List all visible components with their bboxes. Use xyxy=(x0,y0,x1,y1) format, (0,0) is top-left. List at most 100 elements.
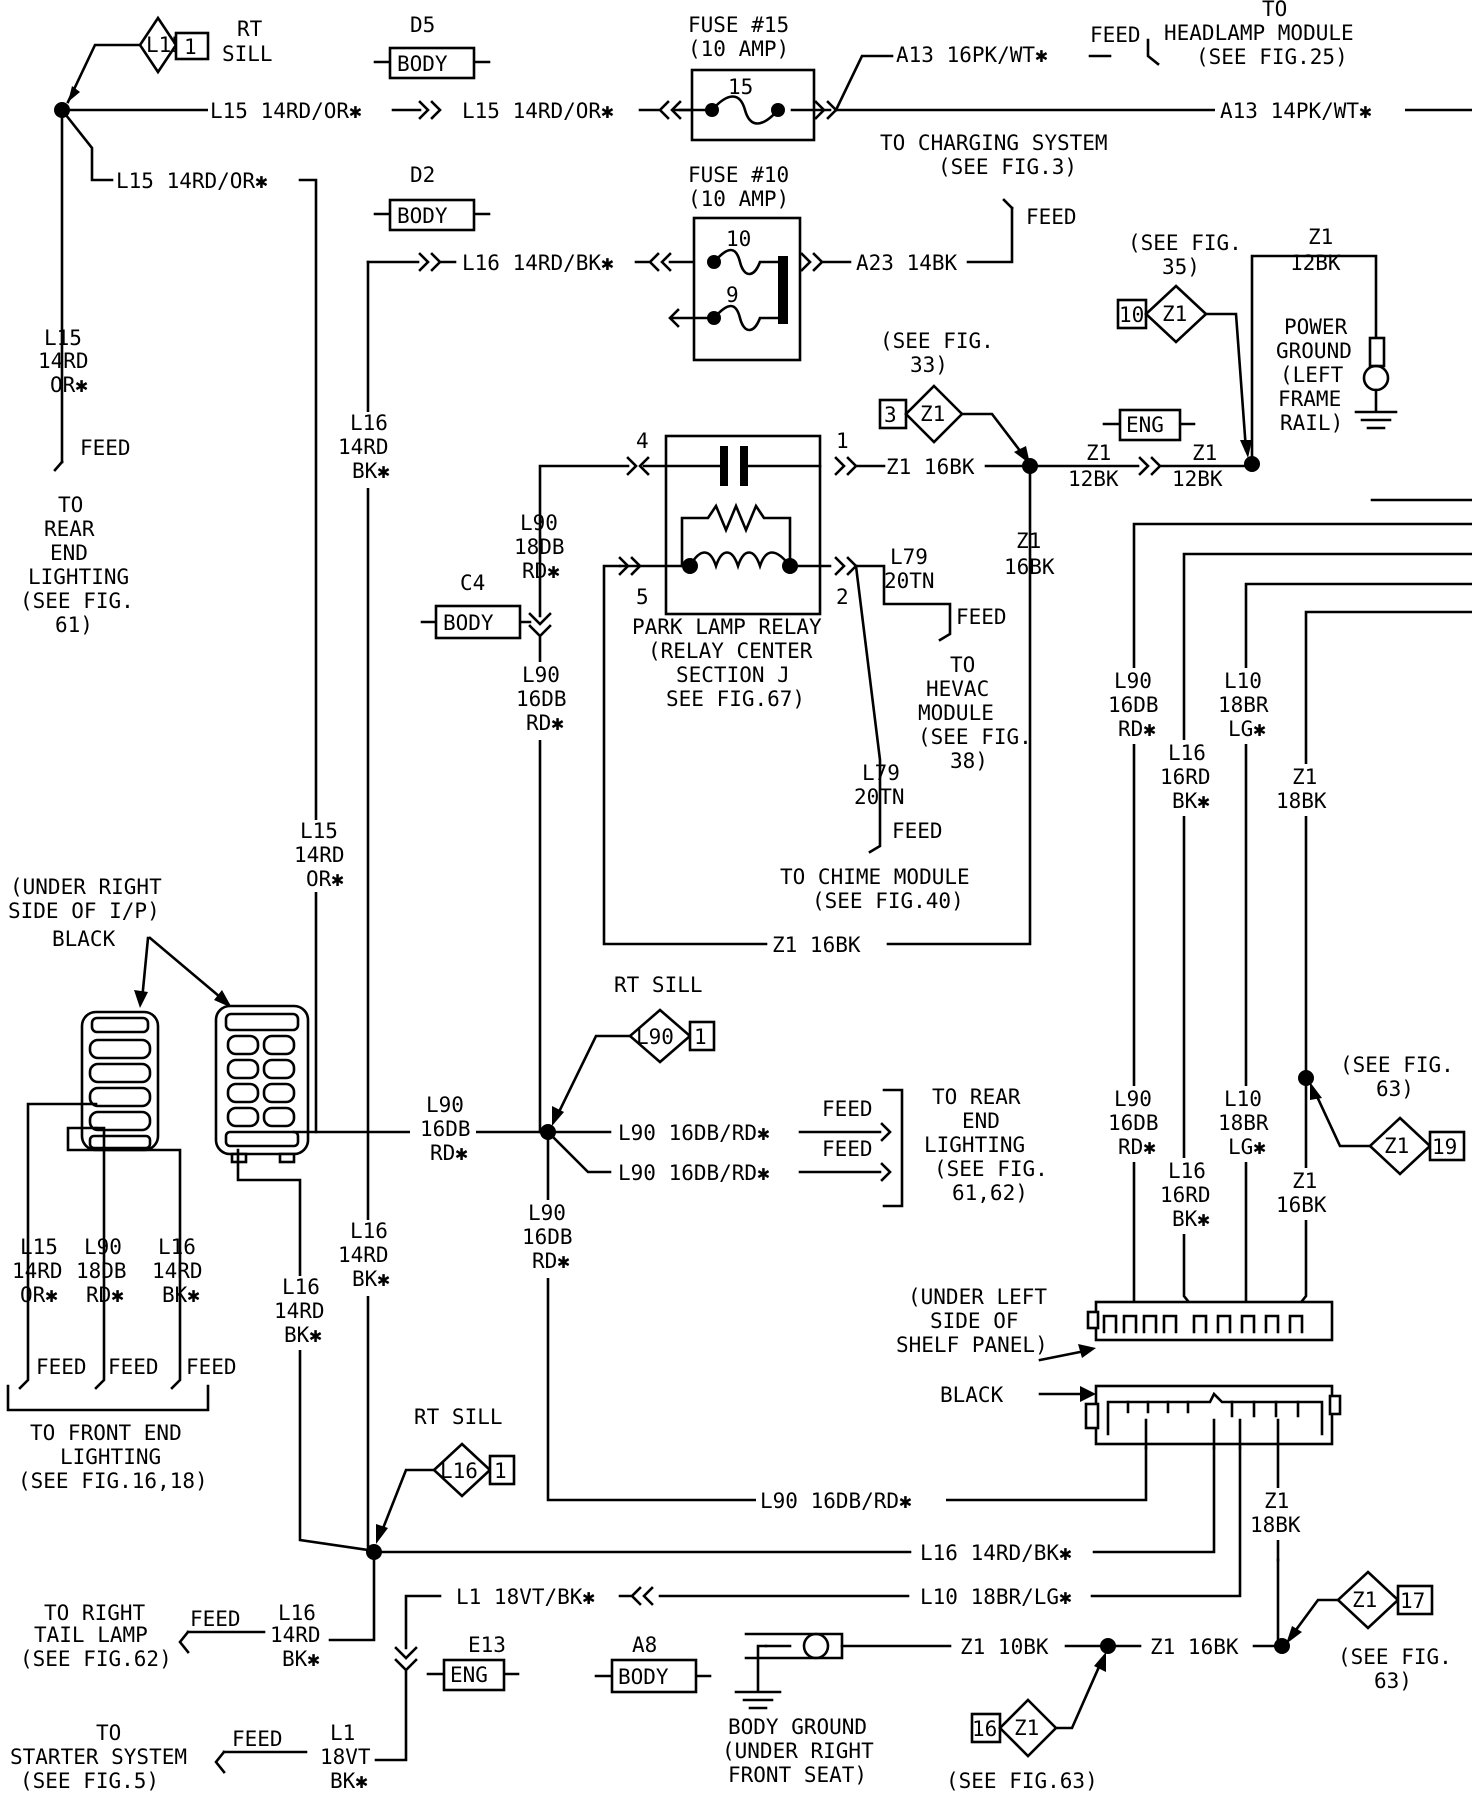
feed-label: FEED xyxy=(232,1727,283,1751)
svg-text:L16: L16 xyxy=(440,1459,478,1483)
svg-text:L1: L1 xyxy=(330,1721,355,1745)
svg-text:(SEE FIG.40): (SEE FIG.40) xyxy=(812,889,964,913)
ip-connector-label: (UNDER RIGHT SIDE OF I/P) BLACK xyxy=(8,875,162,951)
svg-text:Z1: Z1 xyxy=(920,402,945,426)
label-r-l10-b: L10 18BR LG✱ xyxy=(1216,1086,1280,1162)
wire-l15-branch xyxy=(292,178,318,1134)
svg-text:L16: L16 xyxy=(282,1275,320,1299)
svg-text:REAR: REAR xyxy=(44,517,95,541)
svg-text:OR✱: OR✱ xyxy=(20,1283,58,1307)
svg-text:BODY: BODY xyxy=(618,1665,669,1689)
svg-text:BK✱: BK✱ xyxy=(330,1769,368,1793)
svg-text:BK✱: BK✱ xyxy=(352,459,390,483)
svg-text:L90: L90 xyxy=(84,1235,122,1259)
svg-text:18BK: 18BK xyxy=(1276,789,1327,813)
wire-l90-relay xyxy=(538,464,630,618)
wire-label: L10 18BR/LG✱ xyxy=(920,1585,1072,1609)
svg-text:16DB: 16DB xyxy=(522,1225,573,1249)
svg-text:63): 63) xyxy=(1374,1669,1412,1693)
svg-text:BK✱: BK✱ xyxy=(352,1267,390,1291)
svg-text:L16: L16 xyxy=(350,1219,388,1243)
svg-text:L15: L15 xyxy=(44,326,82,350)
wire-label: Z1 xyxy=(1086,441,1111,465)
svg-text:9: 9 xyxy=(726,283,739,307)
svg-text:17: 17 xyxy=(1400,1589,1425,1613)
svg-text:16RD: 16RD xyxy=(1160,1183,1211,1207)
fuse-10: FUSE #10 (10 AMP) 10 9 xyxy=(668,163,824,362)
wire-label: A23 14BK xyxy=(856,251,958,275)
wire-label: A13 16PK/WT✱ xyxy=(896,43,1048,67)
feed-label: FEED xyxy=(822,1097,873,1121)
wire-label: 12BK xyxy=(1068,467,1119,491)
svg-text:14RD: 14RD xyxy=(152,1259,203,1283)
wire-label: L15 14RD/OR✱ xyxy=(116,169,268,193)
label-l16-left: L16 14RD BK✱ xyxy=(268,1275,332,1350)
svg-text:D5: D5 xyxy=(410,13,435,37)
svg-text:SHELF PANEL): SHELF PANEL) xyxy=(896,1333,1048,1357)
svg-text:L90: L90 xyxy=(528,1201,566,1225)
wire-label: L16 14RD/BK✱ xyxy=(462,251,614,275)
svg-text:RD✱: RD✱ xyxy=(1118,717,1156,741)
svg-text:LIGHTING: LIGHTING xyxy=(60,1445,161,1469)
svg-text:BODY: BODY xyxy=(397,204,448,228)
svg-text:16DB: 16DB xyxy=(420,1117,471,1141)
svg-text:14RD: 14RD xyxy=(294,843,345,867)
svg-text:TO REAR: TO REAR xyxy=(932,1085,1021,1109)
label-l16-lower: L16 14RD BK✱ xyxy=(336,1219,406,1296)
svg-text:(SEE FIG.25): (SEE FIG.25) xyxy=(1196,45,1348,69)
wire-label: A13 14PK/WT✱ xyxy=(1220,99,1372,123)
label-l90-down: L90 16DB RD✱ xyxy=(520,1200,582,1278)
svg-text:HEADLAMP MODULE: HEADLAMP MODULE xyxy=(1164,21,1354,45)
svg-text:Z1: Z1 xyxy=(1292,1169,1317,1193)
dest-starter: TO STARTER SYSTEM (SEE FIG.5) xyxy=(10,1721,187,1793)
svg-text:TO: TO xyxy=(1262,0,1287,21)
splice-label-2: SILL xyxy=(222,42,273,66)
svg-text:10: 10 xyxy=(726,227,751,251)
wire-label: Z1 xyxy=(1308,225,1333,249)
svg-text:1: 1 xyxy=(836,429,849,453)
relay-text: PARK LAMP RELAY (RELAY CENTER SECTION J … xyxy=(632,615,822,711)
svg-text:16BK: 16BK xyxy=(1276,1193,1327,1217)
label-r-l90-b: L90 16DB RD✱ xyxy=(1106,1086,1170,1162)
svg-text:18DB: 18DB xyxy=(76,1259,127,1283)
label-l90-18: L90 18DB RD✱ xyxy=(514,511,565,583)
svg-text:L16: L16 xyxy=(1168,741,1206,765)
splice-rt-sill-l15: L15 1 RT SILL xyxy=(66,15,273,104)
svg-text:Z1: Z1 xyxy=(1292,765,1317,789)
wire-label: Z1 xyxy=(1192,441,1217,465)
label-l16-mid: L16 14RD BK✱ xyxy=(336,411,406,488)
svg-text:BODY: BODY xyxy=(397,52,448,76)
feed-label: FEED xyxy=(186,1355,237,1379)
svg-text:TO: TO xyxy=(58,493,83,517)
dest-chime: TO CHIME MODULE (SEE FIG.40) xyxy=(780,865,970,913)
svg-text:18VT: 18VT xyxy=(320,1745,371,1769)
connector-d2-body: D2 BODY xyxy=(373,163,491,232)
svg-text:14RD: 14RD xyxy=(274,1299,325,1323)
label-l16-tail: L16 14RD BK✱ xyxy=(270,1601,321,1671)
svg-text:16DB: 16DB xyxy=(1108,1111,1159,1135)
svg-text:L90: L90 xyxy=(522,663,560,687)
svg-text:L90: L90 xyxy=(1114,669,1152,693)
svg-text:FUSE #10: FUSE #10 xyxy=(688,163,789,187)
svg-text:18BR: 18BR xyxy=(1218,1111,1269,1135)
wire-label: L90 16DB/RD✱ xyxy=(618,1121,770,1145)
shelf-connector-top xyxy=(1086,1300,1334,1342)
svg-text:FRONT SEAT): FRONT SEAT) xyxy=(728,1763,867,1787)
wire-r-l10 xyxy=(1244,582,1472,1318)
label-l15-left: L15 14RD OR✱ xyxy=(38,326,89,397)
svg-text:(SEE FIG.62): (SEE FIG.62) xyxy=(20,1647,172,1671)
svg-text:14RD: 14RD xyxy=(338,435,389,459)
svg-text:Z1: Z1 xyxy=(1384,1134,1409,1158)
dest-rear-end-right: TO REAR END LIGHTING (SEE FIG. 61,62) xyxy=(924,1085,1048,1205)
shelf-connector-label: (UNDER LEFT SIDE OF SHELF PANEL) BLACK xyxy=(896,1285,1048,1407)
feed-label: FEED xyxy=(80,436,131,460)
svg-text:L15: L15 xyxy=(300,819,338,843)
wire-label: L90 16DB/RD✱ xyxy=(760,1489,912,1513)
svg-text:RD✱: RD✱ xyxy=(532,1249,570,1273)
svg-text:RD✱: RD✱ xyxy=(430,1141,468,1165)
svg-text:BODY: BODY xyxy=(443,611,494,635)
svg-text:L15 14RD/OR✱: L15 14RD/OR✱ xyxy=(210,99,362,123)
feed-label: FEED xyxy=(822,1137,873,1161)
label-r-l16-a: L16 16RD BK✱ xyxy=(1158,740,1222,816)
